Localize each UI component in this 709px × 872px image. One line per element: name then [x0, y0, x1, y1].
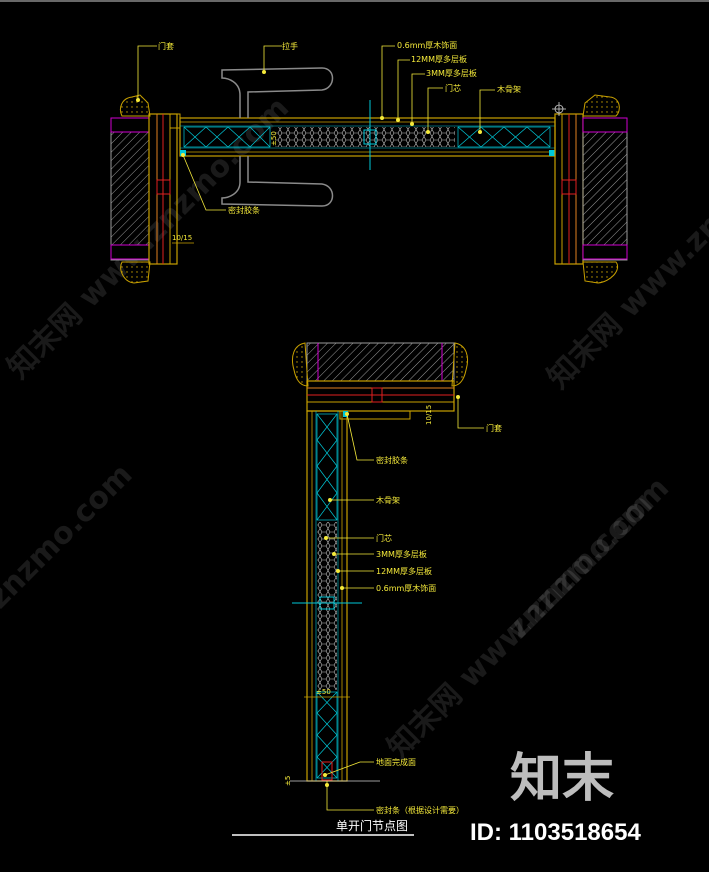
- brand-id: ID: 1103518654: [470, 819, 641, 846]
- door-vertical-section: 10/15 ±50 ±5 门套 密封胶条 木骨架 门芯 3MM厚多层板 12M: [284, 342, 502, 815]
- label-ply3-b: 3MM厚多层板: [376, 549, 427, 559]
- label-keel: 木骨架: [497, 84, 521, 94]
- dim-floor-gap: ±5: [284, 776, 292, 786]
- label-ply3: 3MM厚多层板: [426, 68, 477, 78]
- brand-logo-text: 知末: [510, 749, 614, 809]
- label-keel-b: 木骨架: [376, 495, 400, 505]
- label-door-cover-b: 门套: [486, 423, 502, 433]
- dim-bottom-thickness: ±50: [316, 688, 331, 696]
- label-handle: 拉手: [282, 41, 298, 51]
- label-seal: 密封胶条: [228, 205, 260, 215]
- drawing-title: 单开门节点图: [336, 818, 408, 833]
- watermark-text: znzmo.com: [0, 457, 139, 616]
- label-ply12: 12MM厚多层板: [411, 54, 467, 64]
- dim-side-gap: 10/15: [425, 405, 433, 425]
- label-door-cover: 门套: [158, 41, 174, 51]
- label-core: 门芯: [445, 83, 461, 93]
- watermark-text: 知末网 www.znzmo.com: [381, 471, 676, 766]
- dim-top-gap: 10/15: [172, 234, 192, 242]
- label-floor: 地面完成面: [376, 757, 416, 767]
- dim-top-thickness: ±50: [270, 131, 278, 146]
- label-veneer-b: 0.6mm厚木饰面: [376, 583, 436, 593]
- door-plan-section: ±50 10/15 门套 拉手 0.6mm厚木饰面 12MM厚多层板 3MM厚多…: [110, 40, 628, 284]
- label-veneer: 0.6mm厚木饰面: [397, 40, 457, 50]
- label-ply12-b: 12MM厚多层板: [376, 566, 432, 576]
- label-seal-b: 密封胶条: [376, 455, 408, 465]
- handle-icon: [221, 67, 334, 207]
- label-core-b: 门芯: [376, 533, 392, 543]
- label-bottom-seal: 密封条（根据设计需要）: [376, 805, 464, 815]
